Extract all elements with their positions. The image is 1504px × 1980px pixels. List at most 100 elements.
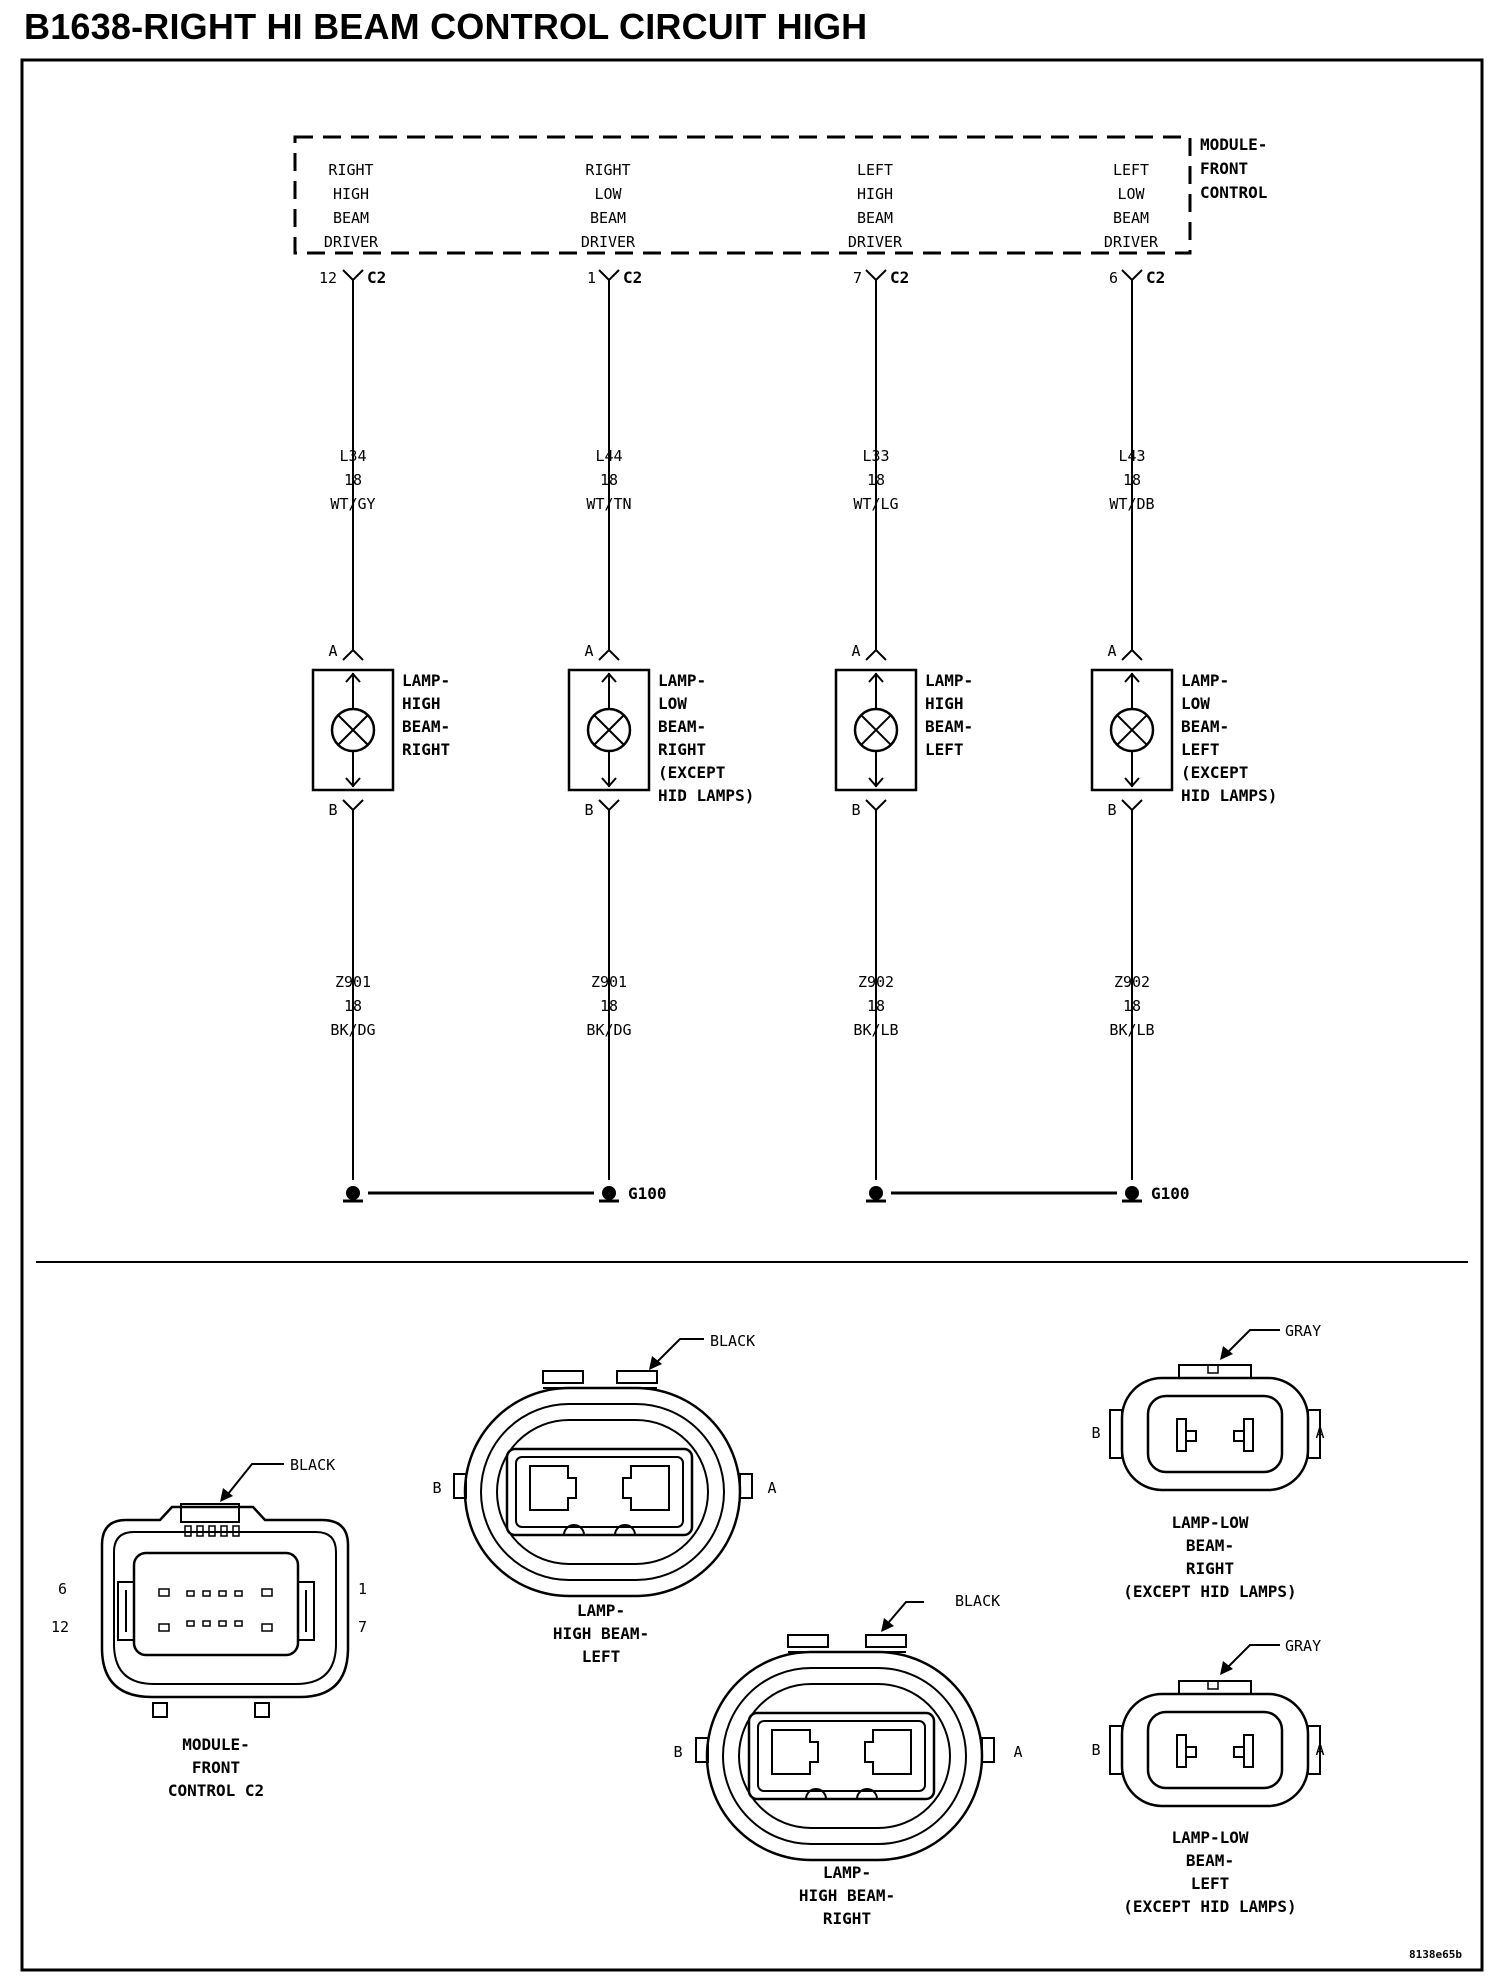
lamp-label: HIGH: [925, 694, 964, 713]
module-front-control: MODULE- FRONT CONTROL: [293, 135, 1267, 255]
connector-caption: (EXCEPT HID LAMPS): [1123, 1897, 1296, 1916]
pin-label: B: [851, 801, 860, 819]
wire-circuit: L34: [339, 447, 366, 465]
connector-pin-symbol: [342, 648, 364, 661]
lamp-label: HID LAMPS): [1181, 786, 1277, 805]
lamp-label: LEFT: [925, 740, 964, 759]
lamp-label: BEAM-: [925, 717, 973, 736]
wire-color: WT/LG: [853, 495, 898, 513]
connector-caption: LAMP-: [577, 1601, 625, 1620]
terminal-cavity: [261, 1588, 273, 1597]
splice-dot: [346, 1186, 360, 1200]
callout-leader: [1227, 1329, 1280, 1353]
terminal-cavity: [186, 1620, 195, 1627]
connector-shell: [100, 1505, 350, 1699]
callout-leader: [1227, 1644, 1280, 1668]
wire-circuit: Z901: [591, 973, 627, 991]
connector-caption: RIGHT: [823, 1909, 871, 1928]
wire-color: BK/DG: [586, 1021, 631, 1039]
pin-number: 12: [51, 1618, 69, 1636]
circuit-right-low-beam: RIGHT LOW BEAM DRIVER 1 C2 L44 18 WT/TN …: [567, 161, 754, 1203]
lamp-label: (EXCEPT: [658, 763, 725, 782]
driver-label: RIGHT: [328, 161, 373, 179]
connector-pin-symbol: [598, 648, 620, 661]
driver-label: BEAM: [590, 209, 626, 227]
connector-caption: LEFT: [1191, 1874, 1230, 1893]
pin-label: B: [1107, 801, 1116, 819]
callout-arrow: [881, 1618, 894, 1632]
lamp-label: LAMP-: [1181, 671, 1229, 690]
module-label-line: CONTROL: [1200, 183, 1267, 202]
driver-label: DRIVER: [1104, 233, 1159, 251]
pin-number: 6: [58, 1580, 67, 1598]
pin-label: A: [584, 642, 593, 660]
driver-label: BEAM: [857, 209, 893, 227]
module-label-line: FRONT: [1200, 159, 1248, 178]
lamp-label: BEAM-: [658, 717, 706, 736]
lamp-body: [567, 668, 651, 792]
wire-circuit: L33: [862, 447, 889, 465]
pin-label: B: [673, 1743, 682, 1761]
connector-label: C2: [623, 268, 642, 287]
driver-label: LOW: [1117, 185, 1145, 203]
connector-latch: [180, 1503, 240, 1523]
pin-label: B: [1091, 1424, 1100, 1442]
connector-caption: CONTROL C2: [168, 1781, 264, 1800]
connector-cavity: [747, 1711, 936, 1801]
lamp-label: LAMP-: [658, 671, 706, 690]
ground-label: G100: [628, 1184, 667, 1203]
pin-number: 6: [1109, 269, 1118, 287]
connector-pin-symbol: [865, 648, 887, 661]
connector-cavity: [1146, 1394, 1284, 1474]
lamp-label: (EXCEPT: [1181, 763, 1248, 782]
connector-latch: [1178, 1680, 1252, 1695]
terminal-cavity: [529, 1465, 577, 1511]
connector-caption: LAMP-LOW: [1171, 1513, 1248, 1532]
wire-circuit: Z901: [335, 973, 371, 991]
connector-pin-symbol: [865, 799, 887, 812]
terminal-cavity: [218, 1620, 227, 1627]
driver-label: LEFT: [857, 161, 893, 179]
driver-label: LEFT: [1113, 161, 1149, 179]
connector-caption: LEFT: [582, 1647, 621, 1666]
lamp-body: [834, 668, 918, 792]
lamp-label: LOW: [658, 694, 687, 713]
terminal-cavity: [1176, 1734, 1187, 1768]
terminal-cavity: [218, 1590, 227, 1597]
circuit-left-high-beam: LEFT HIGH BEAM DRIVER 7 C2 L33 18 WT/LG …: [834, 161, 973, 1203]
wire-color: BK/LB: [1109, 1021, 1154, 1039]
connector-color: GRAY: [1285, 1637, 1321, 1655]
wire-gauge: 18: [867, 997, 885, 1015]
callout-arrow: [1220, 1661, 1233, 1675]
callout-arrow: [1220, 1346, 1233, 1360]
connector-cavity: [132, 1551, 300, 1657]
ground-dot: [602, 1186, 616, 1200]
wire-circuit: L44: [595, 447, 622, 465]
wire-gauge: 18: [1123, 471, 1141, 489]
driver-label: HIGH: [857, 185, 893, 203]
lamp-label: LAMP-: [925, 671, 973, 690]
driver-label: LOW: [594, 185, 622, 203]
lamp-body: [311, 668, 395, 792]
module-label-line: MODULE-: [1200, 135, 1267, 154]
high-beam-left-connector-view: BLACK B A LAMP- HIGH BEAM- LEFT: [432, 1332, 776, 1666]
wire-gauge: 18: [1123, 997, 1141, 1015]
connector-color: BLACK: [290, 1456, 335, 1474]
connector-label: C2: [367, 268, 386, 287]
pin-label: A: [1315, 1741, 1324, 1759]
terminal-cavity: [771, 1729, 819, 1775]
figure-id: 8138e65b: [1409, 1948, 1462, 1961]
connector-caption: FRONT: [192, 1758, 240, 1777]
terminal-cavity: [234, 1620, 243, 1627]
terminal-cavity: [202, 1620, 211, 1627]
connector-pin-symbol: [865, 269, 887, 282]
wire-color: WT/GY: [330, 495, 375, 513]
connector-caption: (EXCEPT HID LAMPS): [1123, 1582, 1296, 1601]
pin-label: B: [1091, 1741, 1100, 1759]
module-boundary: [293, 135, 1192, 255]
connector-label: C2: [890, 268, 909, 287]
ground-dot: [1125, 1186, 1139, 1200]
terminal-cavity: [864, 1729, 912, 1775]
connector-caption: RIGHT: [1186, 1559, 1234, 1578]
